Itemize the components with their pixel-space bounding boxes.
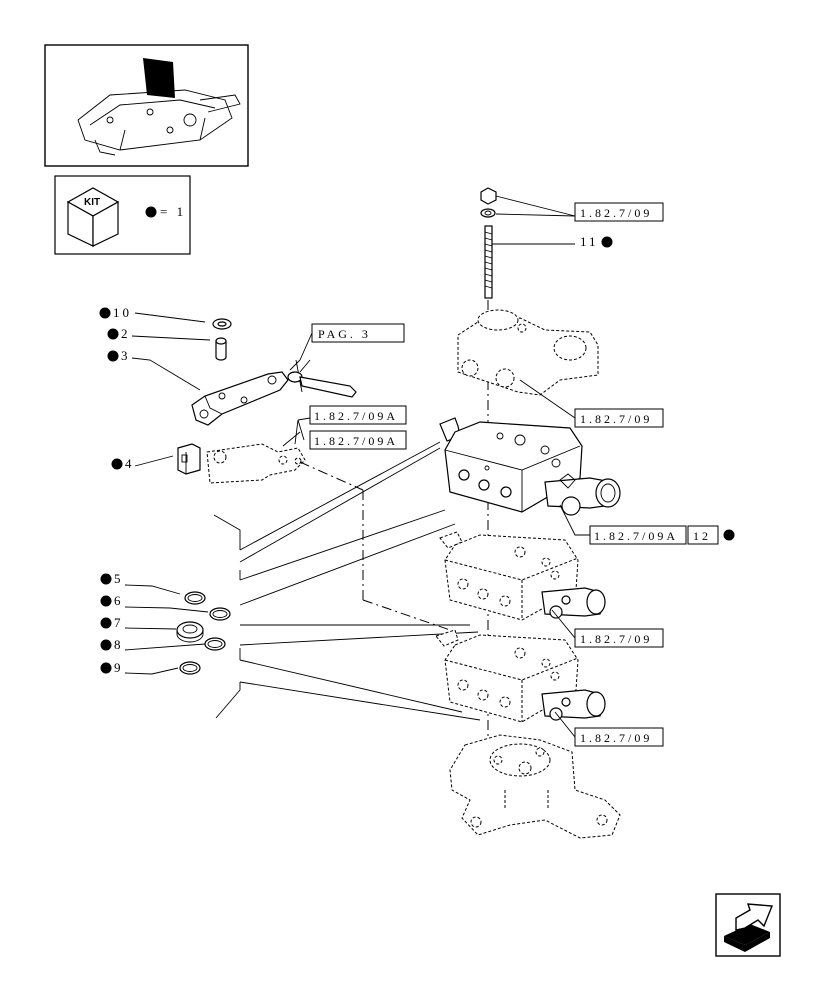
valve-section-ghost-1 bbox=[439, 531, 606, 621]
filled-circle-icon bbox=[107, 350, 119, 362]
kit-legend-text: = 1 bbox=[160, 204, 186, 219]
svg-text:6: 6 bbox=[114, 593, 124, 608]
seal-ring-7 bbox=[176, 621, 204, 643]
inlet-cover-ghost bbox=[449, 734, 621, 839]
filled-circle-icon bbox=[145, 206, 157, 218]
svg-text:9: 9 bbox=[114, 660, 124, 675]
reference-box-3[interactable]: 1.82.7/09A bbox=[309, 405, 407, 425]
filled-circle-icon bbox=[100, 595, 112, 607]
reference-box-8[interactable]: 1.82.7/09 bbox=[574, 727, 664, 747]
valve-section-ghost-2 bbox=[435, 629, 606, 723]
seal-ring-9 bbox=[179, 661, 201, 675]
callout-9[interactable]: 9 bbox=[100, 660, 179, 675]
filled-circle-icon bbox=[111, 458, 123, 470]
svg-text:PAG. 3: PAG. 3 bbox=[318, 327, 371, 341]
callout-11[interactable]: 11 bbox=[492, 234, 613, 249]
svg-text:12: 12 bbox=[693, 529, 711, 543]
svg-text:1.82.7/09A: 1.82.7/09A bbox=[594, 529, 678, 543]
svg-text:1.82.7/09: 1.82.7/09 bbox=[580, 412, 652, 426]
callout-5[interactable]: 5 bbox=[100, 571, 181, 595]
locator-thumbnail[interactable] bbox=[44, 44, 249, 167]
callout-6[interactable]: 6 bbox=[100, 593, 209, 613]
kit-cube-icon: KIT bbox=[66, 187, 120, 247]
lever-part-3 bbox=[191, 371, 289, 426]
filled-circle-icon bbox=[99, 307, 111, 319]
svg-text:4: 4 bbox=[125, 456, 135, 471]
end-cover-ghost bbox=[457, 309, 599, 396]
reference-box-6[interactable]: 1.82.7/09A bbox=[589, 525, 687, 545]
callout-2[interactable]: 2 bbox=[107, 326, 211, 341]
callout-10[interactable]: 10 bbox=[99, 305, 206, 323]
filled-circle-icon bbox=[100, 639, 112, 651]
seal-ring-5 bbox=[184, 591, 206, 605]
reference-box-5[interactable]: 1.82.7/09 bbox=[574, 408, 664, 428]
svg-text:3: 3 bbox=[121, 348, 131, 363]
filled-circle-icon bbox=[100, 662, 112, 674]
svg-text:5: 5 bbox=[114, 571, 124, 586]
reference-leaders bbox=[289, 195, 590, 738]
thumbnail-assembly-sketch bbox=[77, 89, 241, 156]
callout-12[interactable]: 12 bbox=[687, 525, 735, 545]
svg-text:11: 11 bbox=[580, 234, 599, 249]
filled-circle-icon bbox=[601, 236, 613, 248]
clip-part-4 bbox=[177, 443, 201, 475]
svg-text:1.82.7/09: 1.82.7/09 bbox=[580, 632, 652, 646]
reference-box-4[interactable]: 1.82.7/09A bbox=[309, 430, 407, 450]
filled-circle-icon bbox=[100, 573, 112, 585]
washer-part-10 bbox=[212, 318, 232, 330]
svg-text:10: 10 bbox=[113, 305, 132, 320]
svg-text:1.82.7/09: 1.82.7/09 bbox=[580, 731, 652, 745]
svg-text:2: 2 bbox=[121, 326, 131, 341]
seal-ring-6 bbox=[209, 607, 231, 621]
pin-part-2 bbox=[215, 337, 227, 361]
bracket-part-ghost bbox=[206, 431, 306, 484]
callout-7[interactable]: 7 bbox=[100, 615, 177, 630]
svg-text:1.82.7/09: 1.82.7/09 bbox=[580, 206, 652, 220]
highlighted-block bbox=[143, 58, 175, 98]
filled-circle-icon bbox=[723, 529, 735, 541]
svg-text:1.82.7/09A: 1.82.7/09A bbox=[314, 409, 398, 423]
kit-badge: KIT bbox=[84, 197, 100, 208]
linkage-rod-part bbox=[287, 359, 357, 398]
reference-box-1[interactable]: 1.82.7/09 bbox=[574, 202, 664, 222]
kit-legend: KIT = 1 bbox=[54, 175, 191, 255]
reference-box-7[interactable]: 1.82.7/09 bbox=[574, 628, 664, 648]
filled-circle-icon bbox=[107, 328, 119, 340]
stud-bolt-part-11 bbox=[480, 187, 497, 299]
filled-circle-icon bbox=[100, 617, 112, 629]
seal-ring-8 bbox=[204, 637, 226, 651]
callout-8[interactable]: 8 bbox=[100, 637, 206, 652]
svg-text:1.82.7/09A: 1.82.7/09A bbox=[314, 434, 398, 448]
reference-box-2[interactable]: PAG. 3 bbox=[311, 323, 405, 343]
callout-4[interactable]: 4 bbox=[111, 455, 174, 471]
svg-text:7: 7 bbox=[114, 615, 124, 630]
svg-text:8: 8 bbox=[114, 637, 124, 652]
main-valve-section bbox=[439, 417, 621, 516]
next-page-arrow-icon[interactable] bbox=[715, 893, 781, 957]
callout-3[interactable]: 3 bbox=[107, 348, 201, 391]
seal-kit-leaders bbox=[213, 441, 481, 721]
